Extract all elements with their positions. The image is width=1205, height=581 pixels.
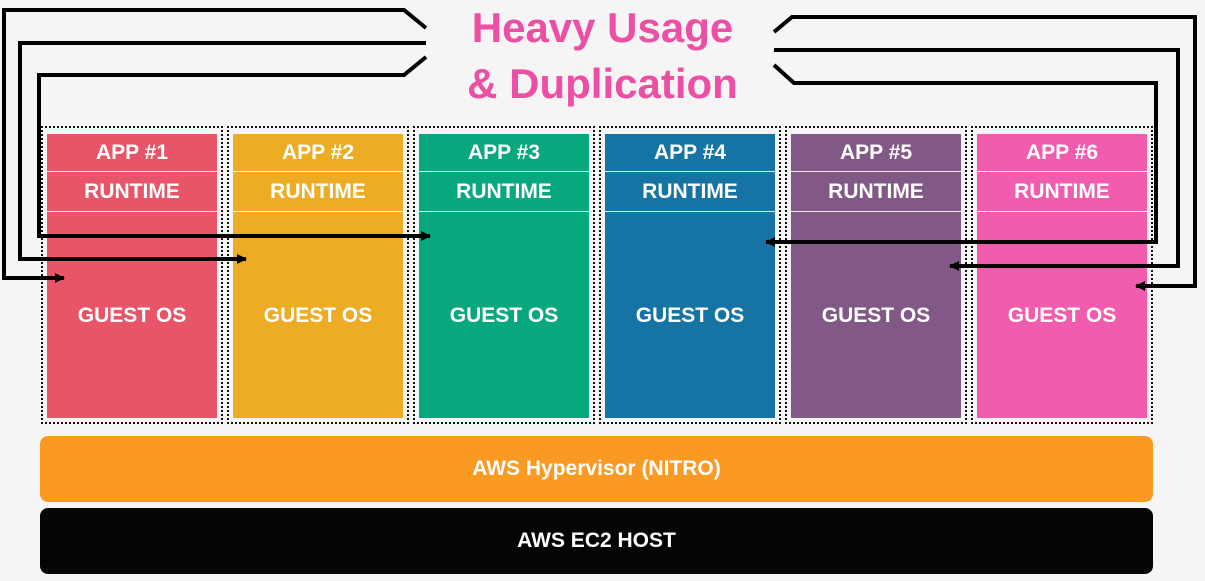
- vm-4-app: APP #4: [605, 134, 775, 172]
- vm-6-app: APP #6: [977, 134, 1147, 172]
- vm-5-app: APP #5: [791, 134, 961, 172]
- vm-3: APP #3 RUNTIME GUEST OS: [413, 126, 595, 424]
- vm-2-runtime: RUNTIME: [233, 172, 403, 212]
- vm-1-app: APP #1: [47, 134, 217, 172]
- vm-2-app: APP #2: [233, 134, 403, 172]
- vm-3-stack: APP #3 RUNTIME GUEST OS: [419, 134, 589, 418]
- ec2-host-layer: AWS EC2 HOST: [40, 508, 1153, 574]
- vm-4: APP #4 RUNTIME GUEST OS: [599, 126, 781, 424]
- vm-4-guest-os-label: GUEST OS: [635, 304, 745, 327]
- vm-1-runtime: RUNTIME: [47, 172, 217, 212]
- vm-6-stack: APP #6 RUNTIME GUEST OS: [977, 134, 1147, 418]
- diagram-title: Heavy Usage & Duplication: [430, 0, 775, 112]
- vm-4-stack: APP #4 RUNTIME GUEST OS: [605, 134, 775, 418]
- vm-2-guest-os-label: GUEST OS: [263, 304, 373, 327]
- vm-2-guest-os: GUEST OS: [233, 212, 403, 418]
- vm-3-guest-os: GUEST OS: [419, 212, 589, 418]
- title-line-2: & Duplication: [467, 60, 738, 107]
- title-line-1: Heavy Usage: [471, 4, 734, 51]
- vm-2: APP #2 RUNTIME GUEST OS: [227, 126, 409, 424]
- vm-5: APP #5 RUNTIME GUEST OS: [785, 126, 967, 424]
- vm-2-stack: APP #2 RUNTIME GUEST OS: [233, 134, 403, 418]
- vm-3-guest-os-label: GUEST OS: [449, 304, 559, 327]
- vm-1-stack: APP #1 RUNTIME GUEST OS: [47, 134, 217, 418]
- vm-1-guest-os-label: GUEST OS: [77, 304, 187, 327]
- vm-6: APP #6 RUNTIME GUEST OS: [971, 126, 1153, 424]
- vm-5-guest-os: GUEST OS: [791, 212, 961, 418]
- vm-5-stack: APP #5 RUNTIME GUEST OS: [791, 134, 961, 418]
- vm-6-guest-os: GUEST OS: [977, 212, 1147, 418]
- vm-4-runtime: RUNTIME: [605, 172, 775, 212]
- vm-5-runtime: RUNTIME: [791, 172, 961, 212]
- vm-6-guest-os-label: GUEST OS: [1007, 304, 1117, 327]
- vm-1-guest-os: GUEST OS: [47, 212, 217, 418]
- vm-5-guest-os-label: GUEST OS: [821, 304, 931, 327]
- vm-4-guest-os: GUEST OS: [605, 212, 775, 418]
- vm-3-app: APP #3: [419, 134, 589, 172]
- hypervisor-layer: AWS Hypervisor (NITRO): [40, 436, 1153, 502]
- vm-3-runtime: RUNTIME: [419, 172, 589, 212]
- vm-1: APP #1 RUNTIME GUEST OS: [41, 126, 223, 424]
- vm-6-runtime: RUNTIME: [977, 172, 1147, 212]
